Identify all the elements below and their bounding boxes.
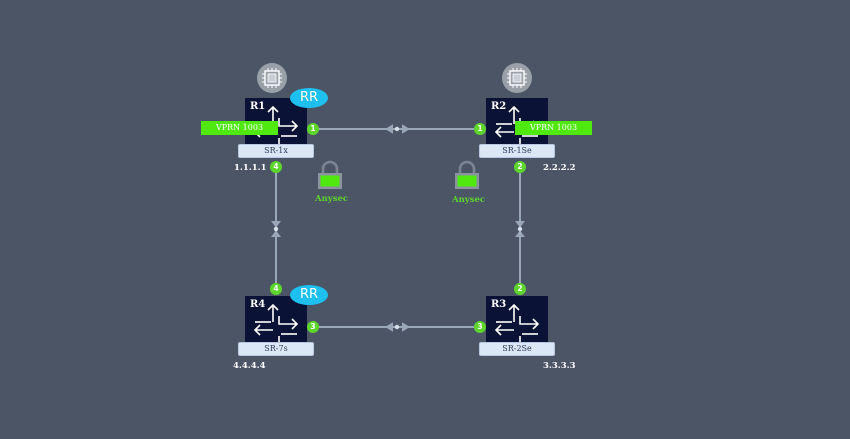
port-badge[interactable]: 1 <box>307 123 319 135</box>
link-midpoint <box>394 126 400 132</box>
link-arrow <box>402 322 410 332</box>
link-midpoint <box>517 226 523 232</box>
anysec-label: Anysec <box>315 194 349 204</box>
router-ip-label: 1.1.1.1 <box>234 163 267 173</box>
router-name: R4 <box>250 299 266 310</box>
link-arrow <box>515 230 525 237</box>
lock-icon[interactable] <box>454 160 480 190</box>
cpu-chip-icon[interactable] <box>257 63 287 93</box>
link-r1-r4[interactable] <box>271 173 281 283</box>
port-badge[interactable]: 3 <box>307 321 319 333</box>
anysec-label: Anysec <box>452 195 486 205</box>
port-badge[interactable]: 3 <box>474 321 486 333</box>
router-icon <box>494 303 540 350</box>
router-name: R2 <box>491 101 507 112</box>
link-arrow <box>515 221 525 228</box>
route-reflector-badge: RR <box>290 88 328 108</box>
link-arrow <box>271 230 281 237</box>
link-arrow <box>385 124 393 134</box>
link-r1-r2[interactable] <box>319 124 474 134</box>
router-ip-label: 2.2.2.2 <box>543 163 576 173</box>
router-model-label: SR-7s <box>238 342 314 356</box>
cpu-chip-icon[interactable] <box>502 63 532 93</box>
port-badge[interactable]: 4 <box>270 283 282 295</box>
router-ip-label: 3.3.3.3 <box>543 361 576 371</box>
port-badge[interactable]: 2 <box>514 161 526 173</box>
port-badge[interactable]: 1 <box>474 123 486 135</box>
link-r2-r3[interactable] <box>515 173 525 283</box>
link-arrow <box>402 124 410 134</box>
link-midpoint <box>273 226 279 232</box>
router-model-label: SR-2Se <box>479 342 555 356</box>
router-name: R1 <box>250 101 266 112</box>
link-r4-r3[interactable] <box>319 322 474 332</box>
vprn-badge: VPRN 1003 <box>201 121 278 135</box>
port-badge[interactable]: 4 <box>270 161 282 173</box>
link-midpoint <box>394 324 400 330</box>
link-arrow <box>271 221 281 228</box>
router-name: R3 <box>491 299 507 310</box>
route-reflector-badge: RR <box>290 285 328 305</box>
router-model-label: SR-1x <box>238 144 314 158</box>
router-ip-label: 4.4.4.4 <box>233 361 266 371</box>
lock-icon[interactable] <box>317 160 343 190</box>
port-badge[interactable]: 2 <box>514 283 526 295</box>
vprn-badge: VPRN 1003 <box>515 121 592 135</box>
router-model-label: SR-1Se <box>479 144 555 158</box>
link-arrow <box>385 322 393 332</box>
